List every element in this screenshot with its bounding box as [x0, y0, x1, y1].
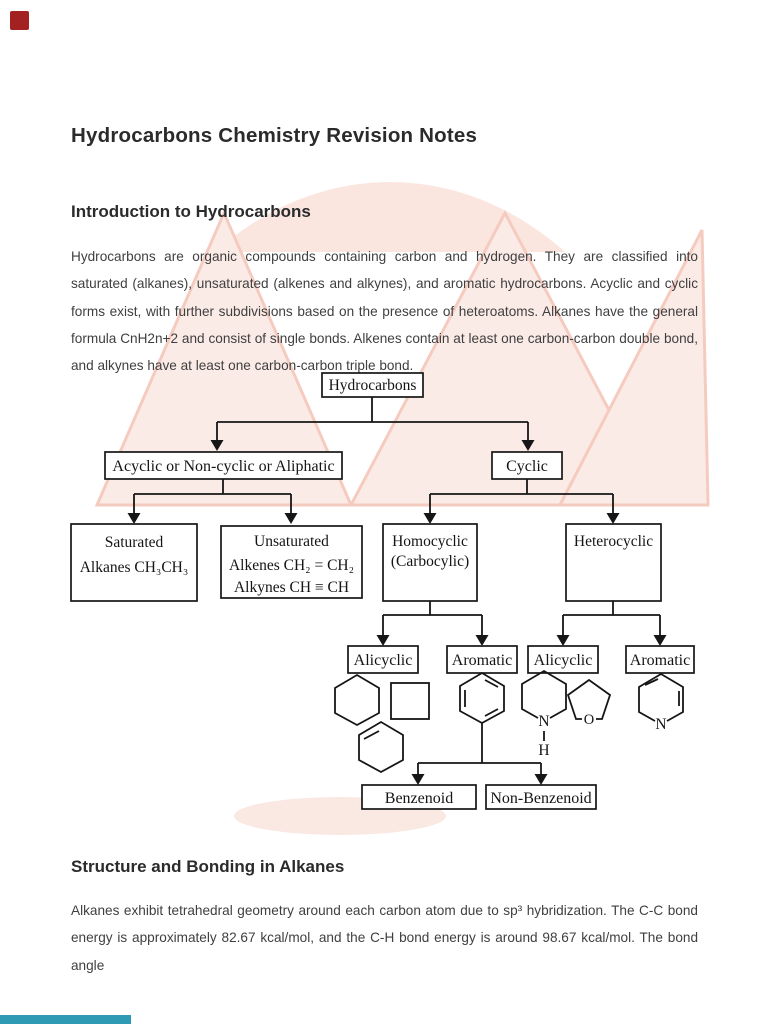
watermark-peak-right	[557, 229, 710, 507]
arrow-icon	[127, 513, 141, 524]
node-unsaturated-alkenes: Alkenes CH₂ = CH₂	[229, 557, 354, 574]
node-acyclic-label: Acyclic or Non-cyclic or Aliphatic	[112, 458, 334, 475]
arrow-icon	[376, 635, 390, 646]
node-saturated-title: Saturated	[105, 534, 164, 551]
node-acyclic: Acyclic or Non-cyclic or Aliphatic	[104, 451, 343, 480]
flowchart-arrowheads	[127, 440, 667, 785]
node-hydrocarbons: Hydrocarbons	[321, 372, 424, 398]
footer-progress-bar	[0, 1015, 131, 1024]
node-aromatic-homo-label: Aromatic	[452, 652, 512, 669]
arrow-icon	[475, 635, 489, 646]
structure-benzene	[459, 671, 505, 725]
node-non-benzenoid-label: Non-Benzenoid	[490, 790, 591, 807]
node-homocyclic-line2: (Carbocylic)	[391, 553, 469, 570]
nitrogen-atom-label: N	[538, 713, 549, 730]
structure-pyridine: N	[638, 672, 684, 733]
node-alicyclic-hetero-label: Alicyclic	[534, 652, 593, 669]
alkanes-paragraph: Alkanes exhibit tetrahedral geometry aro…	[71, 903, 698, 973]
flowchart-connectors	[133, 396, 661, 774]
watermark-dome	[214, 182, 566, 252]
node-alicyclic-homo-label: Alicyclic	[354, 652, 413, 669]
arrow-icon	[521, 440, 535, 451]
brand-corner-mark	[10, 11, 29, 30]
node-unsaturated: Unsaturated Alkenes CH₂ = CH₂ Alkynes CH…	[220, 525, 363, 599]
page-title: Hydrocarbons Chemistry Revision Notes	[71, 124, 478, 147]
structure-cyclohexene	[358, 720, 404, 774]
hydrocarbon-classification-diagram: Hydrocarbons Acyclic or Non-cyclic or Al…	[70, 372, 695, 810]
structure-furan: O	[566, 678, 612, 728]
node-non-benzenoid: Non-Benzenoid	[485, 784, 597, 810]
node-homocyclic-line1: Homocyclic	[392, 533, 468, 550]
node-benzenoid-label: Benzenoid	[385, 790, 453, 807]
node-alicyclic-hetero: Alicyclic	[527, 645, 599, 674]
node-heterocyclic: Heterocyclic	[565, 523, 662, 602]
introduction-paragraph: Hydrocarbons are organic compounds conta…	[71, 249, 698, 374]
arrow-icon	[534, 774, 548, 785]
arrow-icon	[284, 513, 298, 524]
structure-cyclobutane	[390, 682, 430, 720]
arrow-icon	[423, 513, 437, 524]
node-aromatic-hetero: Aromatic	[625, 645, 695, 674]
node-aromatic-homo: Aromatic	[446, 645, 518, 674]
watermark-peak-left	[94, 209, 354, 507]
arrow-icon	[210, 440, 224, 451]
section-heading-structure-bonding: Structure and Bonding in Alkanes	[71, 857, 345, 876]
structure-piperidine: N H	[521, 669, 567, 759]
node-hydrocarbons-label: Hydrocarbons	[329, 377, 417, 394]
hydrogen-atom-label: H	[538, 742, 549, 759]
arrow-icon	[411, 774, 425, 785]
node-benzenoid: Benzenoid	[361, 784, 477, 810]
arrow-icon	[556, 635, 570, 646]
watermark-peak-middle	[348, 209, 662, 507]
nitrogen-atom-label: N	[655, 716, 666, 733]
node-cyclic-label: Cyclic	[506, 458, 548, 475]
node-saturated: Saturated Alkanes CH₃CH₃	[70, 523, 198, 602]
node-alicyclic-homo: Alicyclic	[347, 645, 419, 674]
node-heterocyclic-label: Heterocyclic	[574, 533, 653, 550]
node-unsaturated-alkynes: Alkynes CH ≡ CH	[234, 579, 349, 596]
oxygen-atom-label: O	[584, 712, 594, 728]
structure-cyclohexane	[334, 673, 380, 727]
node-cyclic: Cyclic	[491, 451, 563, 480]
section-heading-introduction: Introduction to Hydrocarbons	[71, 202, 311, 221]
arrow-icon	[653, 635, 667, 646]
node-aromatic-hetero-label: Aromatic	[630, 652, 690, 669]
arrow-icon	[606, 513, 620, 524]
node-saturated-formula: Alkanes CH₃CH₃	[80, 559, 189, 576]
node-homocyclic: Homocyclic (Carbocylic)	[382, 523, 478, 602]
node-unsaturated-title: Unsaturated	[254, 533, 329, 550]
